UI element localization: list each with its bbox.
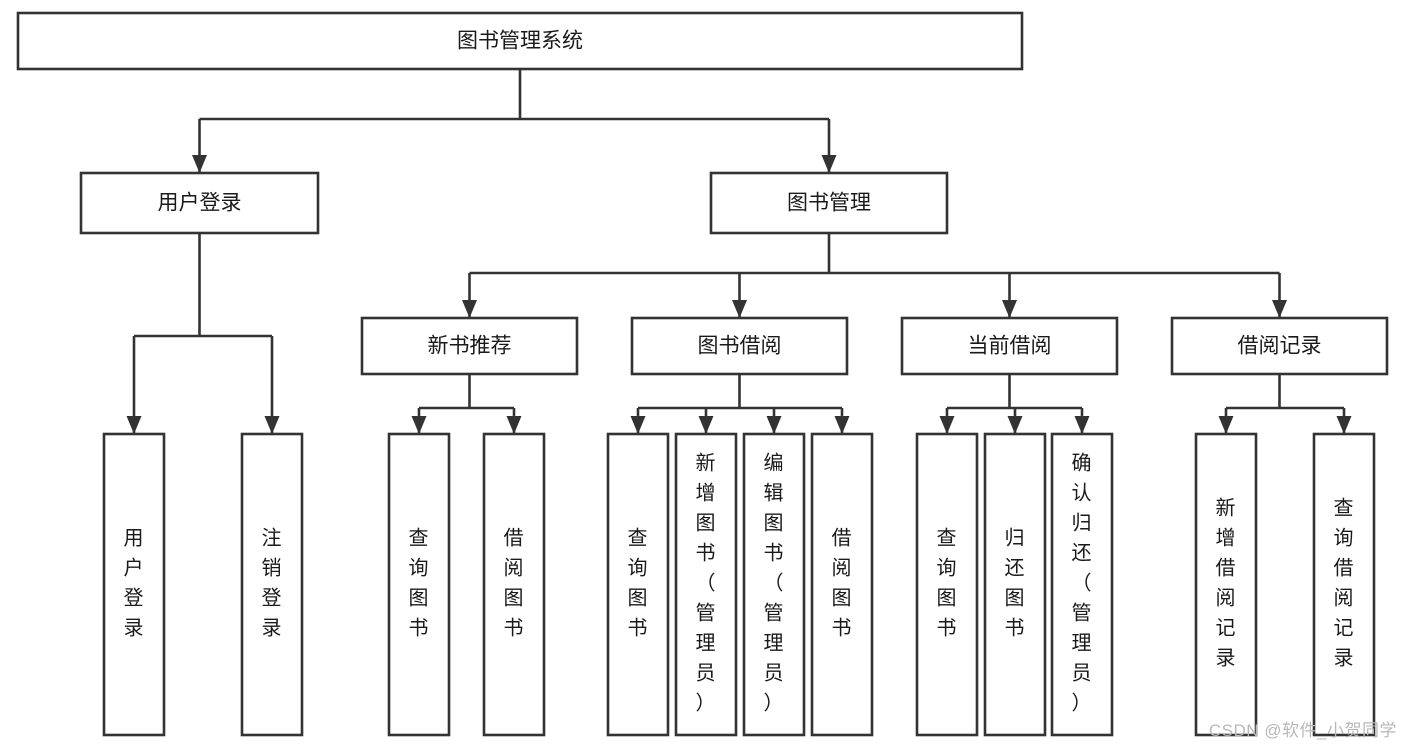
node-label: 注销登录 [262,527,283,640]
node-box[interactable] [482,432,546,737]
node-label: 借阅图书 [832,527,853,640]
node-leaf-query-book-1[interactable]: 查询图书 [387,432,451,737]
node-box[interactable] [709,171,949,235]
arrow-head-icon [698,416,714,434]
arrow-head-icon [821,155,837,173]
node-label: 归还图书 [1005,527,1026,640]
node-leaf-user-login[interactable]: 用户登录 [102,432,166,737]
node-leaf-logout[interactable]: 注销登录 [240,432,304,737]
node-label: 新增图书（管理员） [696,452,717,715]
edge-group-current-borrow [939,374,1090,434]
node-label: 借阅图书 [504,527,525,640]
arrow-head-icon [411,416,427,434]
node-box[interactable] [674,432,738,737]
node-box[interactable] [102,432,166,737]
node-book-borrow[interactable]: 图书借阅 [630,316,849,376]
arrow-head-icon [630,416,646,434]
node-leaf-borrow-book-2[interactable]: 借阅图书 [810,432,874,737]
watermark-text: CSDN @软件_小贺同学 [1208,721,1397,740]
arrow-head-icon [506,416,522,434]
node-box[interactable] [983,432,1047,737]
node-label: 借阅记录 [1238,335,1322,358]
arrow-head-icon [1218,416,1234,434]
node-box[interactable] [915,432,979,737]
node-box[interactable] [742,432,806,737]
node-box[interactable] [387,432,451,737]
node-label: 编辑图书（管理员） [764,452,785,715]
node-new-book-rec[interactable]: 新书推荐 [360,316,579,376]
node-leaf-query-record[interactable]: 查询借阅记录 [1312,432,1376,737]
arrow-head-icon [766,416,782,434]
node-label: 当前借阅 [968,335,1052,358]
arrow-head-icon [192,155,207,173]
arrow-head-icon [1007,416,1023,434]
node-box[interactable] [360,316,579,376]
node-leaf-query-book-2[interactable]: 查询图书 [606,432,670,737]
node-box[interactable] [630,316,849,376]
edge-group-root [192,69,837,173]
node-box[interactable] [79,171,320,235]
node-box[interactable] [240,432,304,737]
edge-group-book-admin [462,233,1287,318]
node-borrow-record[interactable]: 借阅记录 [1170,316,1389,376]
node-current-borrow[interactable]: 当前借阅 [900,316,1119,376]
node-leaf-borrow-book-1[interactable]: 借阅图书 [482,432,546,737]
node-leaf-query-book-3[interactable]: 查询图书 [915,432,979,737]
node-box[interactable] [810,432,874,737]
node-label: 图书管理系统 [457,30,583,53]
arrow-head-icon [1074,416,1090,434]
node-leaf-confirm-return[interactable]: 确认归还（管理员） [1050,432,1114,737]
arrow-head-icon [1272,300,1287,318]
node-leaf-add-record[interactable]: 新增借阅记录 [1194,432,1258,737]
node-label: 用户登录 [124,528,145,640]
node-label: 图书管理 [787,192,871,215]
arrow-head-icon [264,416,280,434]
connector-layer [126,69,1352,434]
node-label: 图书借阅 [698,335,782,358]
node-box[interactable] [1050,432,1114,737]
node-leaf-add-book[interactable]: 新增图书（管理员） [674,432,738,737]
node-label: 确认归还（管理员） [1072,452,1093,715]
node-box[interactable] [1194,432,1258,737]
node-leaf-return-book[interactable]: 归还图书 [983,432,1047,737]
node-user-login[interactable]: 用户登录 [79,171,320,235]
node-box[interactable] [900,316,1119,376]
arrow-head-icon [462,300,477,318]
node-label: 查询图书 [628,527,649,640]
arrow-head-icon [732,300,747,318]
node-label: 用户登录 [158,192,242,215]
node-box[interactable] [1170,316,1389,376]
node-root[interactable]: 图书管理系统 [16,11,1024,71]
node-label: 新书推荐 [428,335,512,358]
node-box[interactable] [16,11,1024,71]
node-label: 查询图书 [409,527,430,640]
arrow-head-icon [1002,300,1017,318]
node-label: 新增借阅记录 [1216,497,1237,670]
node-box[interactable] [606,432,670,737]
node-book-admin[interactable]: 图书管理 [709,171,949,235]
node-label: 查询借阅记录 [1334,497,1355,670]
edge-group-book-borrow [630,374,850,434]
node-box[interactable] [1312,432,1376,737]
node-layer: 图书管理系统用户登录图书管理新书推荐图书借阅当前借阅借阅记录用户登录注销登录查询… [16,11,1389,737]
arrow-head-icon [126,416,142,434]
edge-group-new-book-rec [411,374,522,434]
arrow-head-icon [1336,416,1352,434]
edge-group-user-login [126,233,280,434]
node-label: 查询图书 [937,527,958,640]
arrow-head-icon [834,416,850,434]
edge-group-borrow-record [1218,374,1352,434]
node-leaf-edit-book[interactable]: 编辑图书（管理员） [742,432,806,737]
arrow-head-icon [939,416,955,434]
